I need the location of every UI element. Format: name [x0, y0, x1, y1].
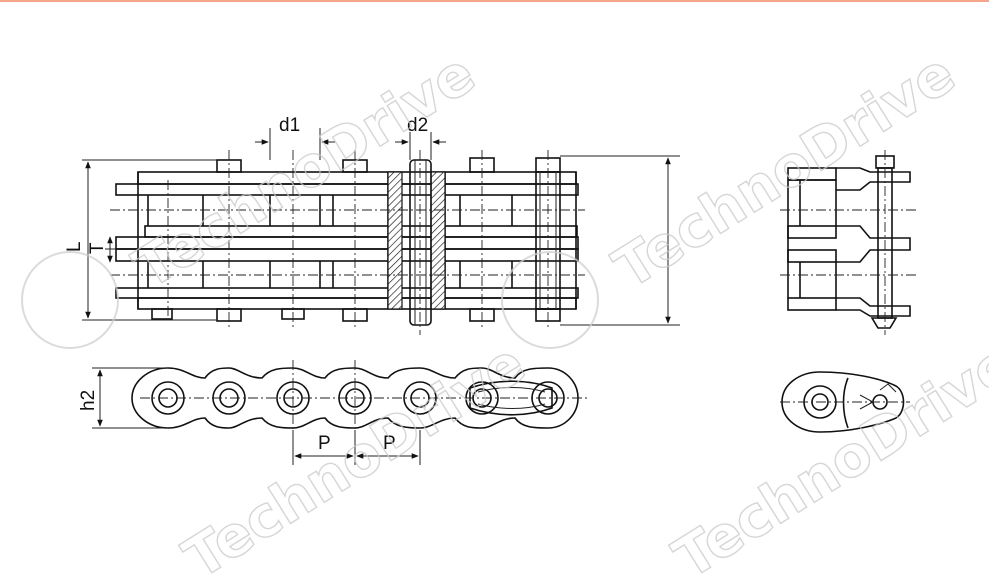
label-pitch-2: P — [383, 433, 396, 454]
label-h2: h2 — [78, 390, 99, 411]
label-T: T — [87, 242, 108, 254]
top-view — [82, 128, 680, 335]
watermarks: TechnoDrive TechnoDrive TechnoDrive Tech… — [21, 40, 989, 583]
watermark-logo-icon — [501, 251, 599, 349]
centerlines-top — [110, 150, 585, 335]
label-d1: d1 — [279, 115, 300, 136]
side-view — [92, 360, 590, 465]
label-pitch-1: P — [318, 433, 331, 454]
end-view — [780, 150, 918, 433]
watermark-text: TechnoDrive — [663, 331, 989, 583]
label-L: L — [64, 241, 85, 252]
label-d2: d2 — [407, 115, 428, 136]
accent-line — [0, 0, 989, 2]
watermark-logo-icon — [21, 251, 119, 349]
watermark-text: TechnoDrive — [603, 41, 966, 302]
